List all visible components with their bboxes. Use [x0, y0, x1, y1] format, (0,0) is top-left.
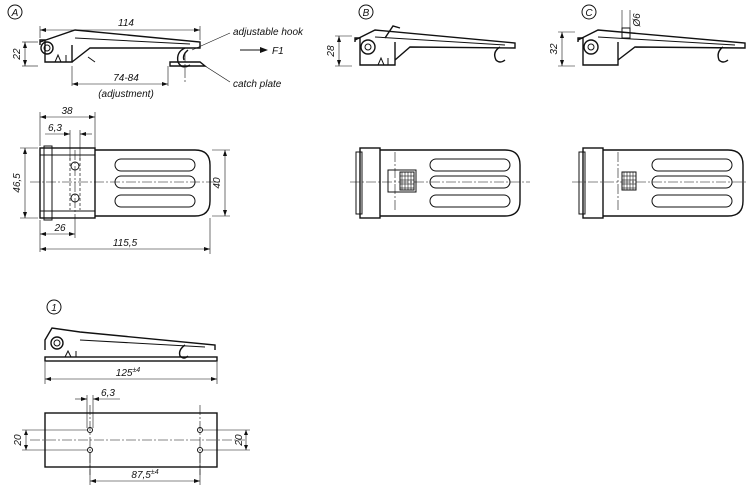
dim-114: 114 — [118, 18, 134, 29]
dim-87-5-tolerance: ±4 — [151, 469, 159, 476]
dim-28: 28 — [326, 45, 337, 58]
view-1-plate — [44, 356, 218, 362]
plan-view-c — [572, 147, 748, 219]
dim-87-5-value: 87,5 — [131, 470, 151, 481]
badge-c: C — [585, 8, 593, 19]
plan-hinge-block — [39, 147, 96, 219]
dim-6-3: 6,3 — [48, 123, 62, 134]
dim-1-20-left: 20 — [13, 434, 24, 447]
dim-125-tolerance: ±4 — [132, 367, 140, 374]
view-a-side: A 114 22 74-84 (adjustment) — [7, 4, 304, 100]
b-knurl — [399, 171, 415, 191]
view-b-side: B 28 — [326, 4, 516, 67]
force-arrow — [260, 47, 268, 53]
dim-adjustment-note: (adjustment) — [98, 89, 154, 100]
badge-b: B — [363, 8, 370, 19]
badge-a: A — [11, 8, 19, 19]
dim-125: 125±4 — [116, 367, 141, 379]
view-1-side: 1 125±4 — [44, 299, 218, 384]
badge-1: 1 — [51, 303, 57, 314]
pivot-circle — [40, 41, 54, 55]
hinge-base — [39, 39, 73, 63]
c-knurl — [621, 171, 637, 191]
dim-115-5: 115,5 — [113, 238, 138, 249]
dim-74-84: 74-84 — [113, 73, 139, 84]
plan-view-a: 38 6,3 46,5 26 115,5 40 — [12, 106, 230, 254]
catch-plate — [169, 61, 207, 67]
label-adjustable-hook: adjustable hook — [233, 27, 304, 38]
lever — [39, 29, 201, 63]
dim-40: 40 — [212, 177, 223, 189]
dim-22: 22 — [12, 48, 23, 61]
plan-plate — [95, 149, 211, 217]
dim-87-5: 87,5±4 — [131, 469, 158, 481]
dim-1-20-right: 20 — [234, 434, 245, 447]
dim-125-value: 125 — [116, 368, 133, 379]
view-1-plan: 6,3 20 20 87,5±4 — [13, 388, 250, 485]
view-1-plan-plate — [44, 412, 218, 468]
label-catch-plate: catch plate — [233, 79, 282, 90]
plan-view-b — [350, 147, 530, 219]
badge-a-circle — [7, 4, 23, 20]
dim-32: 32 — [549, 43, 560, 55]
dim-diameter-6: Ø6 — [632, 13, 643, 28]
dim-38: 38 — [61, 106, 73, 117]
dim-1-6-3: 6,3 — [101, 388, 115, 399]
view-c-side: C Ø6 32 — [549, 4, 746, 67]
label-f1: F1 — [272, 46, 284, 57]
dim-46-5: 46,5 — [12, 173, 23, 193]
dim-26: 26 — [53, 223, 66, 234]
